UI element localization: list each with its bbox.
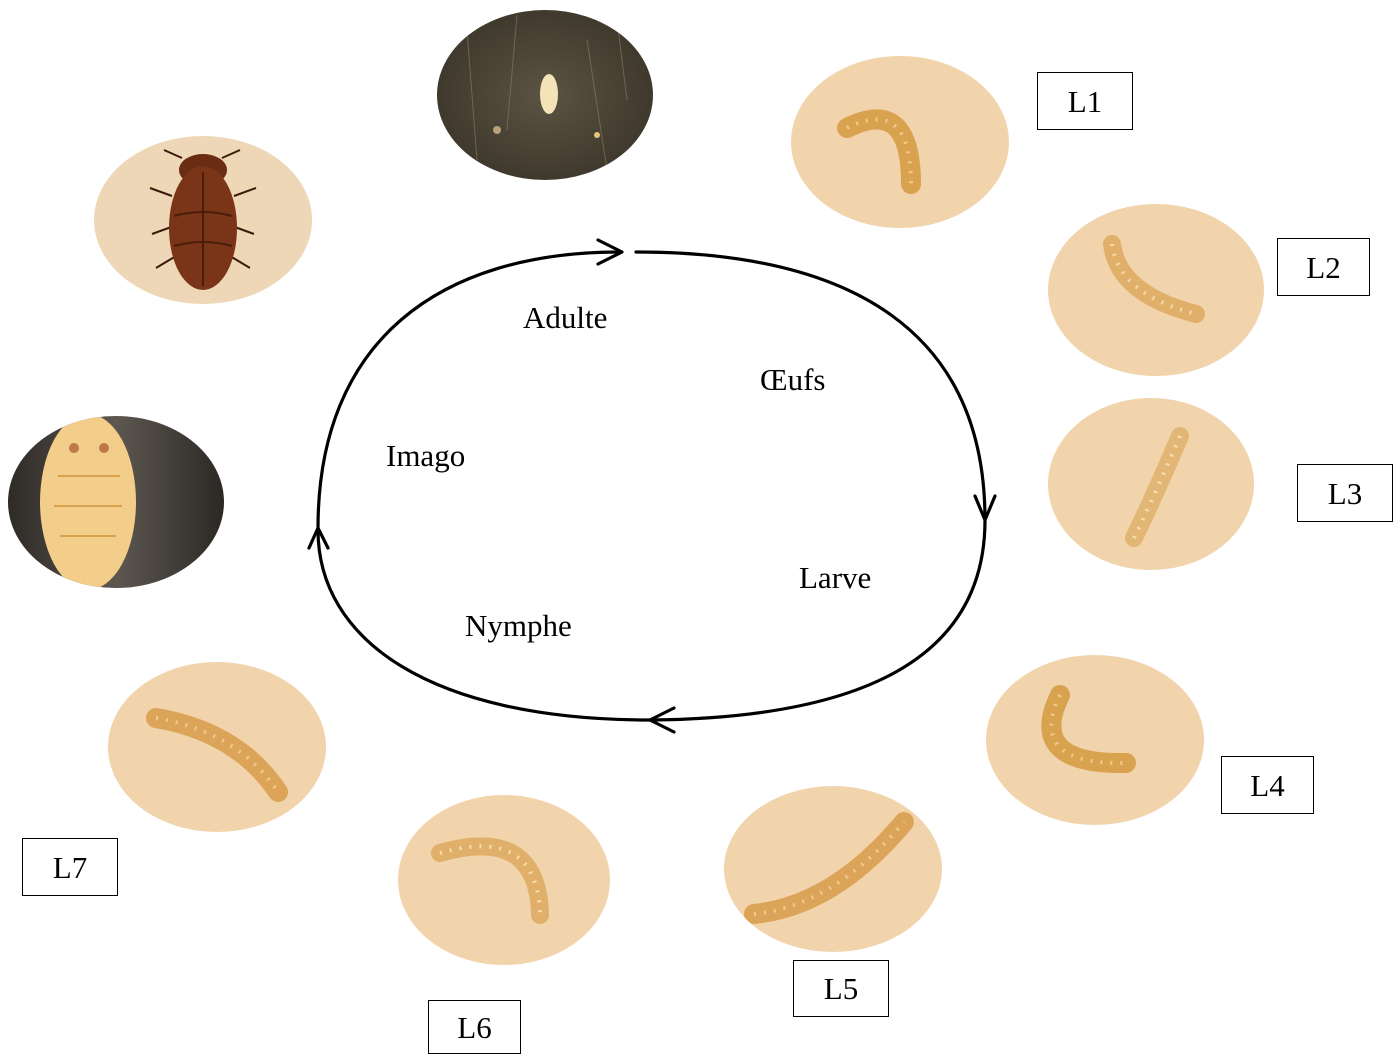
- pupa-photo: [8, 416, 224, 588]
- adult-beetle-photo: [94, 136, 312, 304]
- larva-photo-l5: [724, 786, 942, 952]
- instar-label-l5: L5: [793, 960, 889, 1017]
- instar-label-l1: L1: [1037, 72, 1133, 130]
- instar-label-l6: L6: [428, 1000, 521, 1054]
- larva-photo-l4: [986, 655, 1204, 825]
- stage-label-imago: Imago: [386, 440, 465, 471]
- egg-photo: [437, 10, 653, 180]
- stage-label-adult: Adulte: [523, 302, 607, 333]
- arc-bottom-right: [650, 520, 985, 720]
- stage-label-larva: Larve: [799, 562, 871, 593]
- instar-label-l3: L3: [1297, 464, 1393, 522]
- larva-photo-l3: [1048, 398, 1254, 570]
- stage-label-eggs: Œufs: [760, 364, 825, 395]
- arc-top-left: [318, 252, 620, 528]
- stage-label-nymph: Nymphe: [465, 610, 572, 641]
- instar-label-l2: L2: [1277, 238, 1370, 296]
- larva-photo-l1: [791, 56, 1009, 228]
- larva-photo-l7: [108, 662, 326, 832]
- larva-photo-l6: [398, 795, 610, 965]
- instar-label-l7: L7: [22, 838, 118, 896]
- instar-label-l4: L4: [1221, 756, 1314, 814]
- larva-photo-l2: [1048, 204, 1264, 376]
